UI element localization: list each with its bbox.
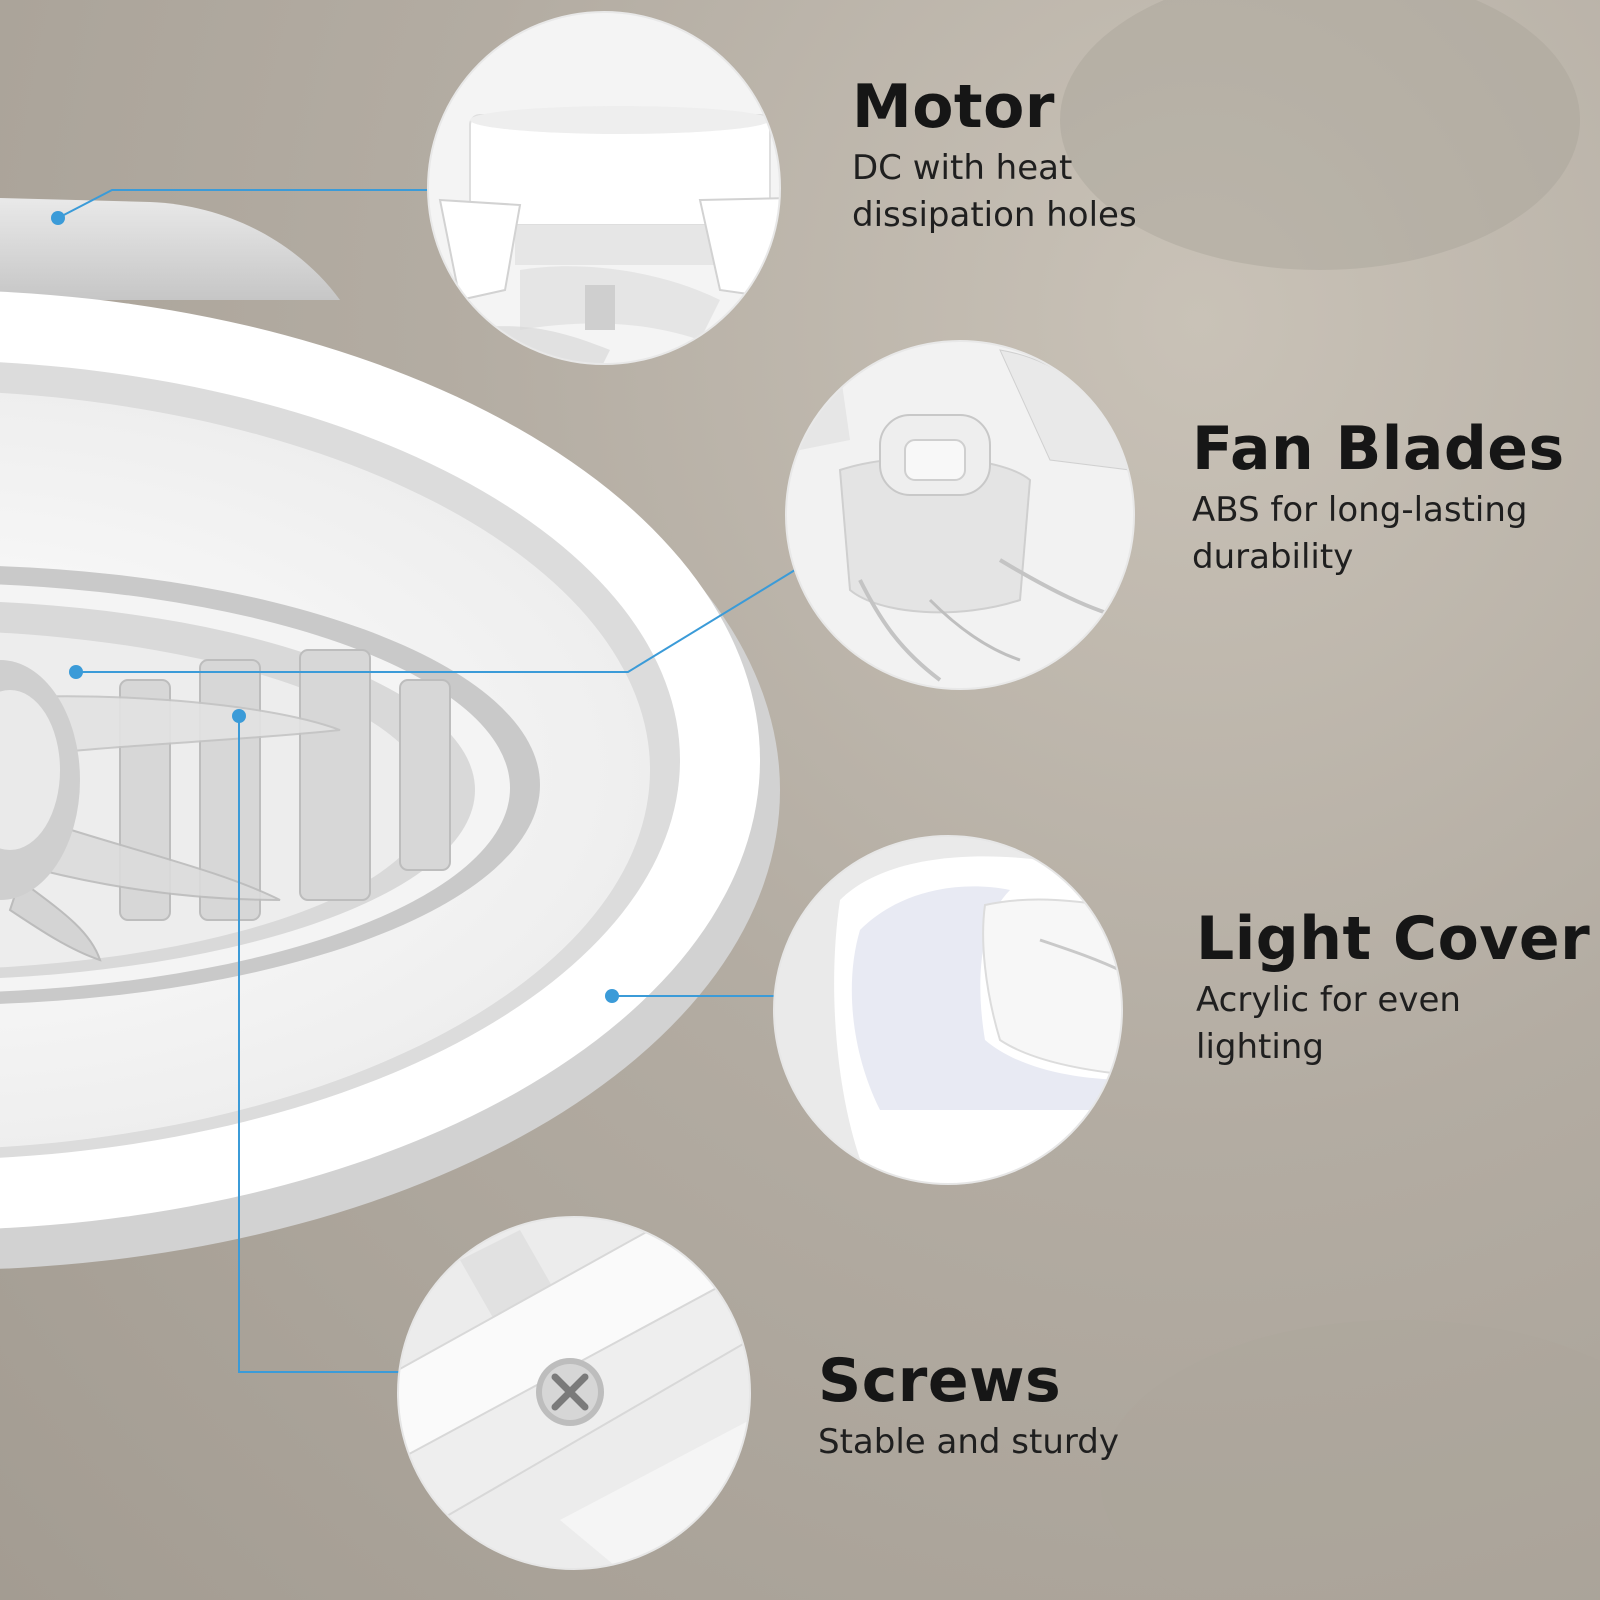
motor-desc-line-1: DC with heat bbox=[852, 148, 1073, 188]
fan-blades-title: Fan Blades bbox=[1192, 414, 1565, 484]
motor-callout-line bbox=[57, 189, 430, 219]
light-cover-desc-line-1: Acrylic for even bbox=[1196, 980, 1461, 1020]
screws-callout-line bbox=[238, 716, 402, 1373]
light-cover-feature: Light Cover Acrylic for even lighting bbox=[1196, 908, 1590, 1071]
motor-title: Motor bbox=[852, 72, 1055, 142]
screws-detail-circle bbox=[397, 1216, 751, 1570]
fan-blades-description: ABS for long-lasting durability bbox=[1192, 487, 1565, 581]
fan-blades-feature: Fan Blades ABS for long-lasting durabili… bbox=[1192, 418, 1565, 581]
blades-callout-dot bbox=[69, 665, 83, 679]
screws-description: Stable and sturdy bbox=[818, 1419, 1119, 1466]
fan-blades-desc-line-1: ABS for long-lasting bbox=[1192, 490, 1528, 530]
light-cover-desc-line-2: lighting bbox=[1196, 1026, 1324, 1067]
light-cover-description: Acrylic for even lighting bbox=[1196, 977, 1590, 1071]
screws-desc-line-1: Stable and sturdy bbox=[818, 1422, 1119, 1462]
fan-hub bbox=[0, 660, 341, 962]
callout-lines bbox=[57, 189, 796, 1373]
light-cover-title: Light Cover bbox=[1196, 904, 1591, 974]
cover-detail-circle bbox=[773, 835, 1123, 1185]
blades-detail-circle bbox=[785, 340, 1135, 690]
cover-callout-dot bbox=[605, 989, 619, 1003]
fan-body bbox=[0, 198, 780, 1269]
motor-desc-line-2: dissipation holes bbox=[852, 194, 1137, 235]
motor-detail-circle bbox=[427, 11, 781, 365]
fan-blades-desc-line-2: durability bbox=[1192, 536, 1354, 577]
motor-description: DC with heat dissipation holes bbox=[852, 145, 1137, 239]
motor-feature: Motor DC with heat dissipation holes bbox=[852, 76, 1137, 239]
fan-canopy bbox=[0, 198, 340, 300]
screws-feature: Screws Stable and sturdy bbox=[818, 1350, 1119, 1466]
blades-callout-line bbox=[76, 569, 796, 673]
screw-head bbox=[536, 1358, 604, 1426]
motor-callout-dot bbox=[51, 211, 65, 225]
background-shadows bbox=[1060, 0, 1600, 1600]
callout-dots bbox=[51, 211, 619, 1003]
screws-title: Screws bbox=[818, 1346, 1062, 1416]
screws-callout-dot bbox=[232, 709, 246, 723]
